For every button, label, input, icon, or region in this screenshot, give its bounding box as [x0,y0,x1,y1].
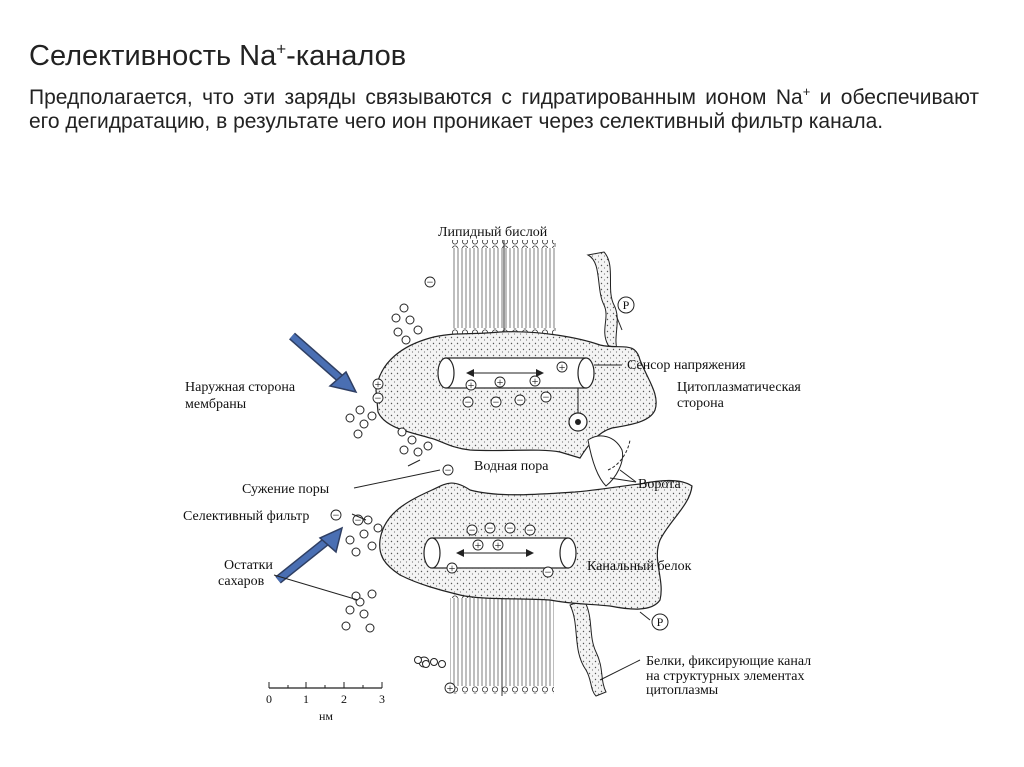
label-gate: Ворота [638,477,681,492]
phosphate-marker-lower: P [639,611,669,631]
svg-text:−: − [517,393,524,407]
charge-minus: − [540,390,552,404]
scale-tick-1: 1 [303,692,309,706]
svg-text:−: − [355,513,362,527]
charge-minus: − [490,395,502,409]
lipid-bilayer-lower [450,590,554,696]
charge-minus: − [442,463,454,477]
scale-bar: 0 1 2 3 нм [266,682,385,723]
svg-text:−: − [493,395,500,409]
svg-text:−: − [427,275,434,289]
label-voltage-sensor: Сенсор напряжения [627,358,746,373]
charge-plus: + [444,681,456,695]
charge-minus: − [330,508,342,522]
svg-text:P: P [623,298,630,312]
svg-text:+: + [468,378,475,392]
gate-flap [587,435,624,487]
label-water-pore: Водная пора [474,459,549,474]
svg-text:−: − [545,565,552,579]
svg-text:−: − [465,395,472,409]
svg-text:+: + [375,377,382,391]
charge-plus: + [446,561,458,575]
charge-plus: + [494,375,506,389]
label-cytoplasmic-side-2: сторона [677,396,725,411]
charge-plus: + [472,538,484,552]
svg-text:−: − [333,508,340,522]
anchor-protein-upper [586,251,620,354]
charge-plus: + [492,538,504,552]
label-lipid-bilayer: Липидный бислой [438,225,548,240]
svg-text:+: + [495,538,502,552]
label-sugar-residues-2: сахаров [218,574,265,589]
lipid-bilayer-upper [452,240,556,340]
title-text-end: -каналов [286,40,407,72]
svg-text:−: − [445,463,452,477]
scale-tick-2: 2 [341,692,347,706]
highlight-arrow-lower [275,526,344,584]
charges: + + + + − − − − − − − − + + + − + − − − … [330,275,568,695]
label-pore-narrowing: Сужение поры [242,482,330,497]
charge-minus: − [514,393,526,407]
label-sugar-residues-1: Остатки [224,558,273,573]
svg-text:+: + [497,375,504,389]
paragraph-text-1: Предполагается, что эти заряды связывают… [29,86,803,109]
svg-text:+: + [449,561,456,575]
svg-text:−: − [543,390,550,404]
voltage-sensor-lower [423,537,577,569]
charge-plus: + [556,360,568,374]
sugar-residues [341,303,446,668]
svg-text:+: + [532,374,539,388]
svg-text:−: − [487,521,494,535]
label-anchor-proteins-2: на структурных элементах [646,669,805,684]
label-outer-side-2: мембраны [185,397,247,412]
anchor-protein-lower [569,599,607,697]
slide-title: Селективность Na+-каналов [29,40,406,73]
charge-minus: − [504,521,516,535]
paragraph-text-2: и обеспечивают его дегидратацию, в резул… [29,86,979,133]
svg-text:−: − [527,523,534,537]
highlight-arrow-upper [289,332,358,394]
voltage-sensor-upper [437,357,595,389]
label-anchor-proteins-1: Белки, фиксирующие канал [646,654,811,669]
gate-motion-arrow [607,439,631,471]
paragraph-superscript: + [802,84,811,99]
svg-text:P: P [657,615,664,629]
description-paragraph: Предполагается, что эти заряды связывают… [29,84,979,134]
charge-plus: + [529,374,541,388]
leader-lines [273,364,641,681]
charge-minus: − [462,395,474,409]
title-superscript: + [276,39,287,59]
svg-text:+: + [475,538,482,552]
svg-text:−: − [469,523,476,537]
charge-minus: − [542,565,554,579]
charge-minus: − [484,521,496,535]
svg-text:−: − [375,391,382,405]
charge-minus: − [424,275,436,289]
label-outer-side-1: Наружная сторона [185,380,296,395]
label-anchor-proteins-3: цитоплазмы [646,683,719,698]
svg-text:+: + [447,681,454,695]
phosphate-marker-upper: P [615,296,635,331]
charge-minus: − [524,523,536,537]
scale-tick-0: 0 [266,692,272,706]
charge-minus: − [466,523,478,537]
charge-plus: + [465,378,477,392]
charge-plus: + [372,377,384,391]
svg-text:−: − [507,521,514,535]
title-text: Селективность Na [29,40,277,72]
scale-tick-3: 3 [379,692,385,706]
scale-unit: нм [319,709,333,723]
sensor-anchor-circle [568,388,588,432]
label-channel-protein: Канальный белок [587,559,692,574]
label-cytoplasmic-side-1: Цитоплазматическая [677,380,801,395]
charge-minus: − [372,391,384,405]
svg-text:+: + [559,360,566,374]
label-selective-filter: Селективный фильтр [183,509,309,524]
